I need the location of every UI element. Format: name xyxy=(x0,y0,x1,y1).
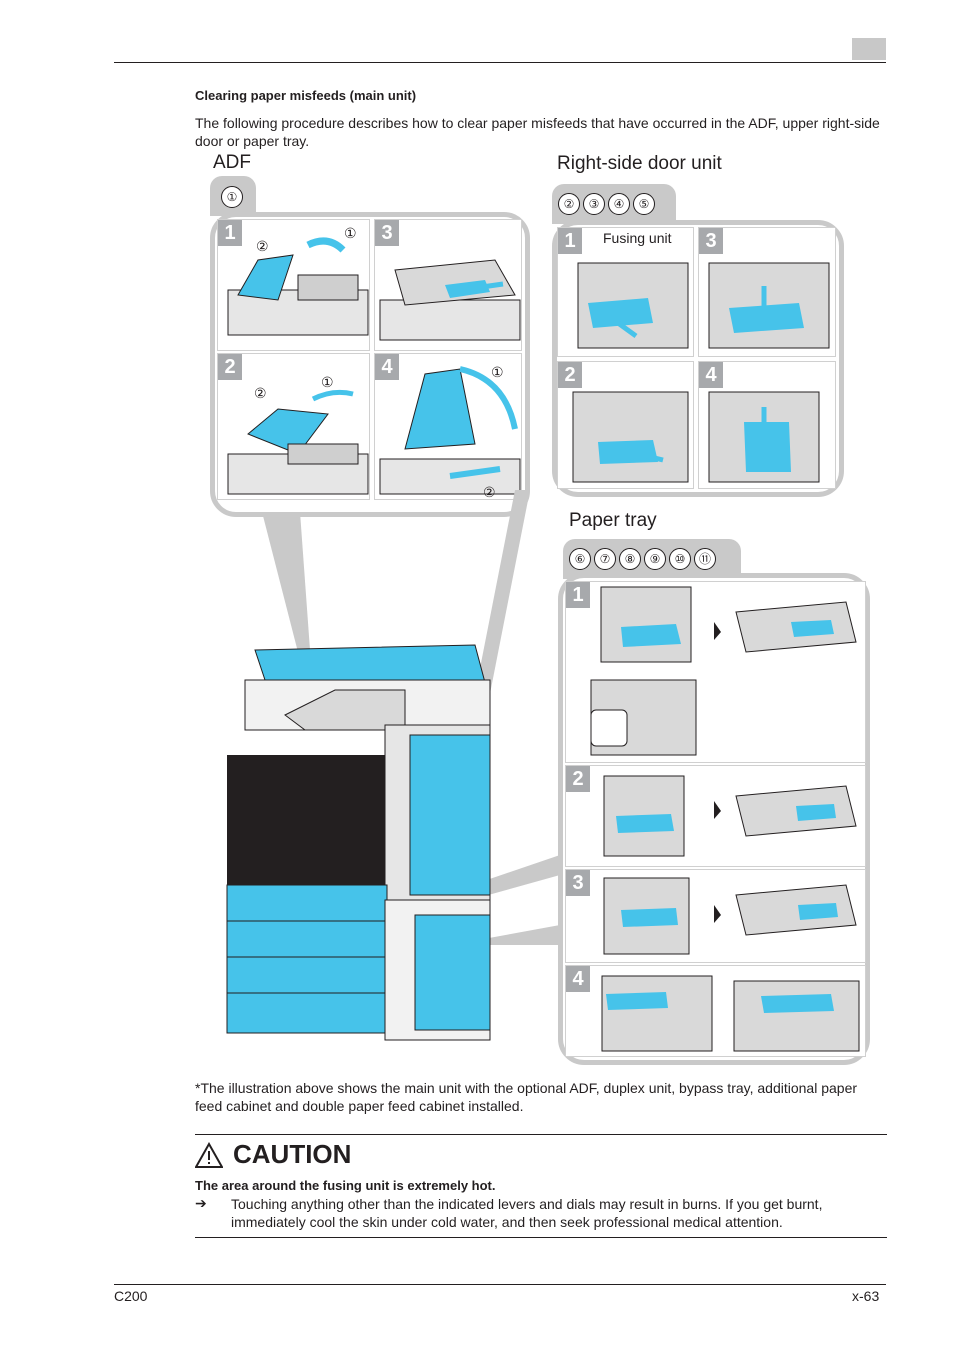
caution-title: CAUTION xyxy=(195,1139,351,1170)
warning-triangle-icon xyxy=(195,1141,223,1168)
door-step-1: 1 Fusing unit xyxy=(557,227,694,357)
fusing-unit-label: Fusing unit xyxy=(603,230,672,246)
door-step-3: 3 xyxy=(698,227,836,357)
adf-step-2: 2 ① ② xyxy=(217,353,370,500)
illustration-note: *The illustration above shows the main u… xyxy=(195,1080,858,1114)
tray-step-1-illustration xyxy=(590,586,857,756)
callout-2: ② xyxy=(254,385,267,401)
tray-step-2-illustration xyxy=(603,775,857,857)
right-door-title: Right-side door unit xyxy=(557,153,722,174)
caution-text: Touching anything other than the indicat… xyxy=(231,1196,823,1230)
marker-8: ⑧ xyxy=(619,548,641,570)
marker-3: ③ xyxy=(583,193,605,215)
step-number: 3 xyxy=(566,870,590,896)
tray-step-3-illustration xyxy=(603,877,857,955)
door-step-2: 2 xyxy=(557,361,694,489)
marker-2: ② xyxy=(558,193,580,215)
tray-step-4-illustration xyxy=(601,975,860,1052)
step-number: 2 xyxy=(558,362,582,388)
marker-11: ⑪ xyxy=(694,548,716,570)
footer-model: C200 xyxy=(114,1288,148,1304)
step-number: 3 xyxy=(699,228,723,254)
marker-9: ⑨ xyxy=(644,548,666,570)
header-rule xyxy=(114,62,886,63)
arrow-icon: ➔ xyxy=(195,1195,207,1211)
tray-step-2: 2 xyxy=(565,765,866,867)
adf-step-1-illustration xyxy=(227,237,369,336)
door-step-3-illustration xyxy=(708,262,830,349)
step-number: 3 xyxy=(375,220,399,246)
section-heading: Clearing paper misfeeds (main unit) xyxy=(195,88,417,103)
paper-tray-title: Paper tray xyxy=(569,510,657,531)
callout-1: ① xyxy=(491,364,504,380)
door-step-2-illustration xyxy=(572,391,689,483)
adf-step-4: 4 ① ② xyxy=(374,353,522,500)
callout-2: ② xyxy=(483,484,496,500)
main-unit-illustration xyxy=(226,644,491,1041)
adf-title: ADF xyxy=(213,152,251,173)
step-number: 2 xyxy=(566,766,590,792)
caution-top-rule xyxy=(195,1134,887,1135)
door-step-4-illustration xyxy=(708,391,820,483)
marker-10: ⑩ xyxy=(669,548,691,570)
footer-page-number: x-63 xyxy=(852,1288,880,1304)
marker-6: ⑥ xyxy=(569,548,591,570)
adf-step-3-illustration xyxy=(379,259,521,341)
caution-bottom-rule xyxy=(195,1237,887,1238)
marker-1: ① xyxy=(221,186,243,208)
callout-1: ① xyxy=(321,374,334,390)
tray-step-4: 4 xyxy=(565,965,866,1057)
caution-heading: The area around the fusing unit is extre… xyxy=(195,1178,496,1193)
marker-7: ⑦ xyxy=(594,548,616,570)
marker-5: ⑤ xyxy=(633,193,655,215)
door-step-1-illustration xyxy=(577,262,689,349)
adf-step-3: 3 xyxy=(374,219,522,351)
callout-2: ② xyxy=(256,238,269,254)
step-number: 4 xyxy=(375,354,399,380)
marker-4: ④ xyxy=(608,193,630,215)
door-step-4: 4 xyxy=(698,361,836,489)
intro-paragraph: The following procedure describes how to… xyxy=(195,115,880,149)
step-number: 1 xyxy=(558,228,582,254)
tray-step-1: 1 xyxy=(565,581,866,763)
footer-rule xyxy=(114,1284,886,1285)
chapter-tab xyxy=(852,38,886,60)
adf-marker-tab: ① xyxy=(210,176,256,216)
step-number: 2 xyxy=(218,354,242,380)
step-number: 1 xyxy=(566,582,590,608)
adf-step-2-illustration xyxy=(227,389,369,495)
step-number: 4 xyxy=(566,966,590,992)
callout-1: ① xyxy=(344,225,357,241)
tray-step-3: 3 xyxy=(565,869,866,963)
step-number: 1 xyxy=(218,220,242,246)
caution-label: CAUTION xyxy=(233,1139,352,1169)
step-number: 4 xyxy=(699,362,723,388)
adf-step-1: 1 ① ② xyxy=(217,219,370,351)
adf-step-4-illustration xyxy=(379,366,521,495)
